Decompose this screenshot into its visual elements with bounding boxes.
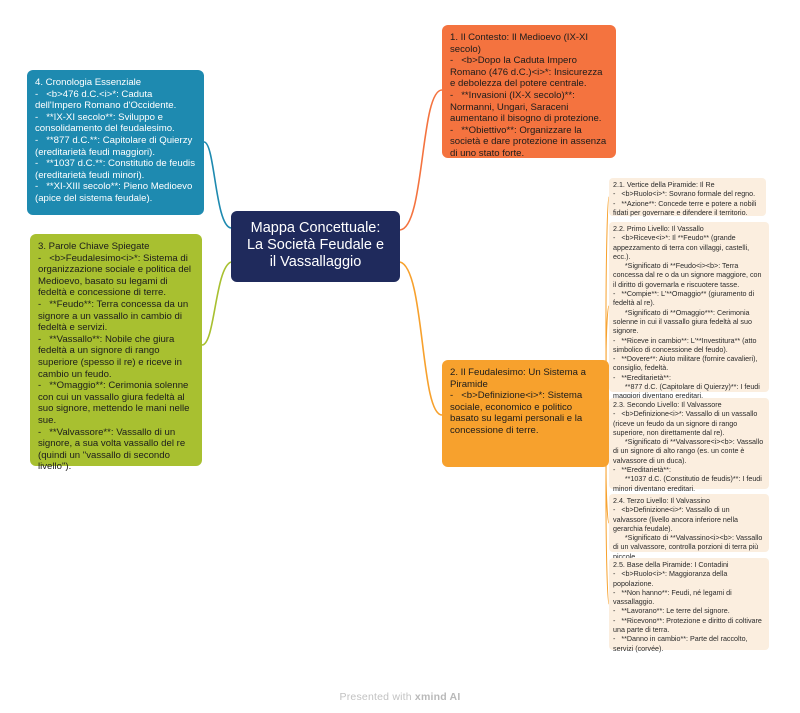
subtopic-bullet: **877 d.C. (Capitolare di Quierzy)**: I … [613,383,762,401]
topic-parole-chiave[interactable]: 3. Parole Chiave Spiegate - <b>Feudalesi… [30,234,202,472]
subtopic-bullet: - <b>Riceve<i>*: Il **Feudo** (grande ap… [613,234,752,261]
central-topic-line: Mappa Concettuale: [250,220,381,236]
topic-bullet: - **XI-XIII secolo**: Pieno Medioevo (ap… [35,181,195,204]
subtopic-re[interactable]: 2.1. Vertice della Piramide: Il Re - <b>… [609,178,766,217]
subtopic-bullet: - **Lavorano**: Le terre del signore. [613,607,730,616]
footer-prefix: Presented with [339,691,415,703]
central-topic-line: La Società Feudale e [246,237,385,253]
subtopic-title: 2.4. Terzo Livello: Il Valvassino [613,497,710,505]
topic-bullet: - **1037 d.C.**: Constitutio de feudis (… [35,158,198,181]
central-topic[interactable]: Mappa Concettuale: La Società Feudale e … [231,211,400,282]
connector-topic2 [399,261,443,416]
subtopic-bullet: - **Riceve in cambio**: L'**Investitura*… [613,336,759,354]
subtopic-valvassore[interactable]: 2.3. Secondo Livello: Il Valvassore - <b… [609,398,769,493]
topic-bullet: - <b>Dopo la Caduta Impero Romano (476 d… [450,55,606,90]
subtopic-title: 2.2. Primo Livello: Il Vassallo [613,225,704,233]
topic-bullet: - **Vassallo**: Nobile che giura fedeltà… [38,333,185,380]
topic-bullet: - <b>476 d.C.<i>*: Caduta dell'Impero Ro… [35,88,177,112]
subtopic-valvassino[interactable]: 2.4. Terzo Livello: Il Valvassino - <b>D… [609,494,769,561]
topic-bullet: - **IX-XI secolo**: Sviluppo e consolida… [35,111,175,135]
central-topic-line: il Vassallaggio [269,254,362,270]
subtopic-bullet: - **Azione**: Concede terre e potere a n… [613,199,759,217]
subtopic-title: 2.1. Vertice della Piramide: Il Re [613,181,715,189]
subtopic-bullet: **1037 d.C. (Constitutio de feudis)**: I… [613,475,764,493]
topic-title: 1. Il Contesto: Il Medioevo (IX-XI secol… [450,32,591,55]
topic-title: 2. Il Feudalesimo: Un Sistema a Piramide [450,367,589,390]
topic-cronologia[interactable]: 4. Cronologia Essenziale - <b>476 d.C.<i… [27,70,204,215]
subtopic-bullet: - **Compie**: L'**Omaggio** (giuramento … [613,290,757,308]
topic-feudalesimo[interactable]: 2. Il Feudalesimo: Un Sistema a Piramide… [442,360,609,467]
subtopic-bullet: *Significato di **Valvassore<i><b>: Vass… [613,438,766,465]
topic-title: 3. Parole Chiave Spiegate [38,241,150,252]
subtopic-bullet: *Significato di **Feudo<i><b>: Terra con… [613,262,764,289]
subtopic-title: 2.5. Base della Piramide: I Contadini [613,561,729,569]
topic-bullet: - **Omaggio**: Cerimonia solenne con cui… [38,380,193,426]
subtopic-contadini[interactable]: 2.5. Base della Piramide: I Contadini - … [609,558,769,653]
subtopic-bullet: - **Ricevono**: Protezione e diritto di … [613,616,764,635]
subtopic-bullet: *Significato di **Valvassino<i><b>: Vass… [613,534,765,561]
connector-topic4 [203,141,232,229]
subtopic-bullet: - <b>Definizione<i>*: Vassallo di un val… [613,506,741,533]
subtopic-bullet: - **Ereditarietà**: [613,466,671,475]
topic-bullet: - <b>Feudalesimo<i>*: Sistema di organiz… [38,252,194,299]
topic-bullet: - **Invasioni (IX-X secolo)**: Normanni,… [450,89,602,125]
subtopic-bullet: - **Non hanno**: Feudi, né legami di vas… [613,588,734,607]
topic-bullet: - **Obiettivo**: Organizzare la società … [450,124,609,159]
subtopic-bullet: - <b>Ruolo<i>*: Maggioranza della popola… [613,570,730,588]
subtopic-bullet: - **Dovere**: Aiuto militare (fornire ca… [613,355,760,373]
connector-topic1 [399,89,443,231]
subtopic-bullet: - <b>Definizione<i>*: Vassallo di un vas… [613,410,760,437]
topic-bullet: - <b>Definizione<i>*: Sistema sociale, e… [450,390,585,436]
subtopic-bullet: - <b>Ruolo<i>*: Sovrano formale del regn… [613,190,756,199]
connector-topic3 [201,261,232,346]
subtopic-bullet: *Significato di **Omaggio***: Cerimonia … [613,308,754,336]
subtopic-bullet: - **Ereditarietà**: [613,373,671,382]
subtopic-bullet: - **Danno in cambio**: Parte del raccolt… [613,635,750,653]
footer-attribution: Presented with xmind AI [0,691,800,703]
topic-bullet: - **Valvassore**: Vassallo di un signore… [38,426,188,473]
footer-brand: xmind AI [414,691,461,703]
topic-title: 4. Cronologia Essenziale [35,77,142,88]
topic-contesto[interactable]: 1. Il Contesto: Il Medioevo (IX-XI secol… [442,25,616,159]
topic-bullet: - **Feudo**: Terra concessa da un signor… [38,298,191,334]
subtopic-title: 2.3. Secondo Livello: Il Valvassore [613,401,722,409]
topic-bullet: - **877 d.C.**: Capitolare di Quierzy (e… [35,134,195,158]
subtopic-vassallo[interactable]: 2.2. Primo Livello: Il Vassallo - <b>Ric… [609,222,769,400]
